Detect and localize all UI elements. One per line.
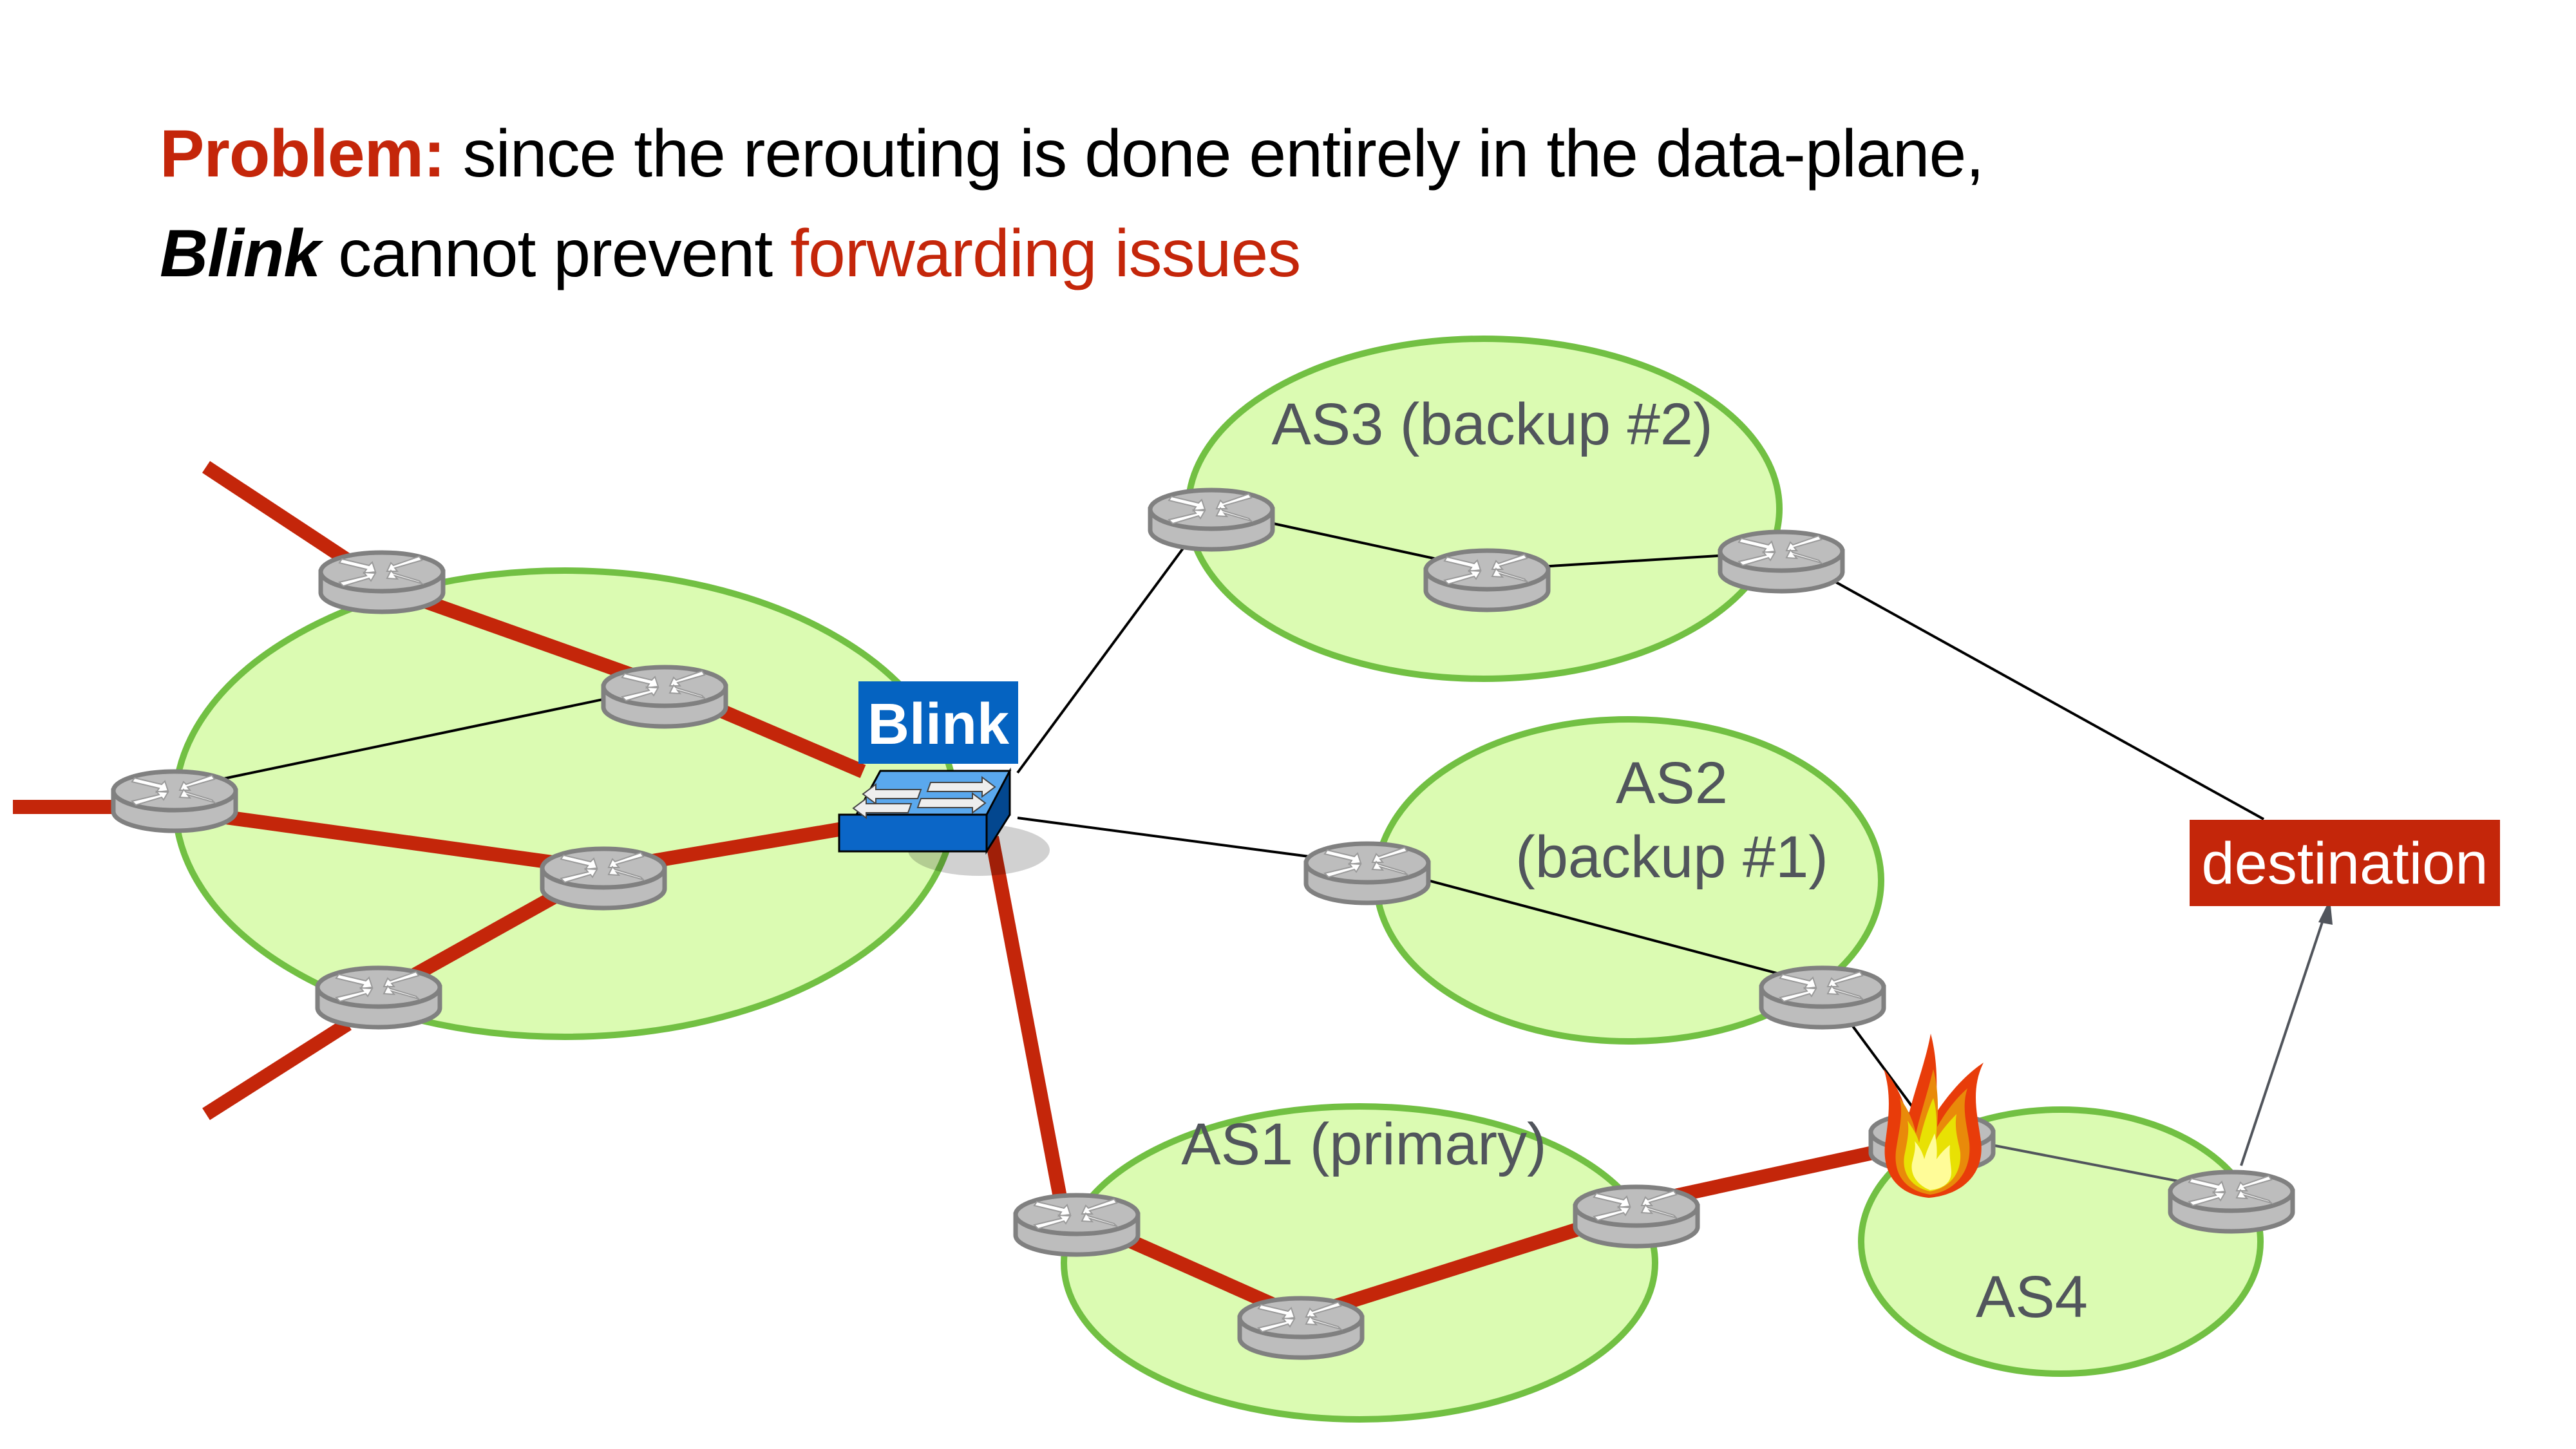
router-as1-1: [1016, 1195, 1138, 1255]
link-l3-l2: [174, 685, 665, 790]
router-source-2: [603, 667, 726, 726]
cannot-prevent-text: cannot prevent: [320, 216, 791, 291]
as4-label: AS4: [1976, 1264, 2088, 1330]
as3-region: [1185, 336, 1783, 682]
router-as4-2: [2170, 1172, 2293, 1231]
router-source-5: [317, 968, 440, 1027]
red-stub-top-left: [202, 460, 352, 567]
fire-icon: [1884, 1034, 1984, 1198]
router-as1-3: [1575, 1187, 1698, 1246]
link-blink-as3: [1016, 509, 1213, 774]
destination-node[interactable]: destination: [2190, 820, 2500, 906]
blink-label-box: [858, 681, 1018, 764]
router-as3-2: [1426, 551, 1548, 610]
headline-line-1: Problem: since the rerouting is done ent…: [160, 116, 1984, 193]
as1-label: AS1 (primary): [1181, 1112, 1546, 1177]
blink-switch[interactable]: Blink: [838, 681, 1050, 876]
blink-emphasis: Blink: [160, 216, 321, 291]
as1-region: [1061, 1103, 1658, 1423]
link-as3-destination: [1781, 551, 2264, 820]
destination-label: destination: [2202, 831, 2488, 896]
forwarding-issues-text: forwarding issues: [790, 216, 1301, 291]
headline-line-2: Blink cannot prevent forwarding issues: [160, 216, 1301, 292]
link-as4-destination: [2240, 914, 2326, 1166]
router-as2-1: [1306, 844, 1428, 903]
blink-label: Blink: [867, 692, 1010, 757]
router-as1-2: [1240, 1298, 1362, 1358]
as3-label: AS3 (backup #2): [1271, 392, 1712, 457]
red-stub-bottom-left: [202, 1018, 352, 1121]
router-as2-2: [1761, 968, 1884, 1027]
router-as3-1: [1150, 490, 1273, 549]
source-network-region: [172, 567, 958, 1040]
router-source-1: [321, 553, 443, 612]
problem-text: since the rerouting is done entirely in …: [444, 117, 1985, 191]
problem-label: Problem:: [160, 117, 446, 191]
red-link-l3-l4: [173, 803, 605, 876]
router-as3-3: [1720, 532, 1842, 591]
link-as2-r1-r2: [1367, 863, 1823, 987]
switch-arrows-icon: [852, 776, 996, 819]
router-source-4: [542, 849, 665, 908]
red-link-blink-as1: [985, 835, 1070, 1213]
as2-label-line-1: AS2: [1616, 750, 1728, 816]
as2-label-line-2: (backup #1): [1515, 824, 1828, 890]
router-source-3: [113, 772, 236, 831]
